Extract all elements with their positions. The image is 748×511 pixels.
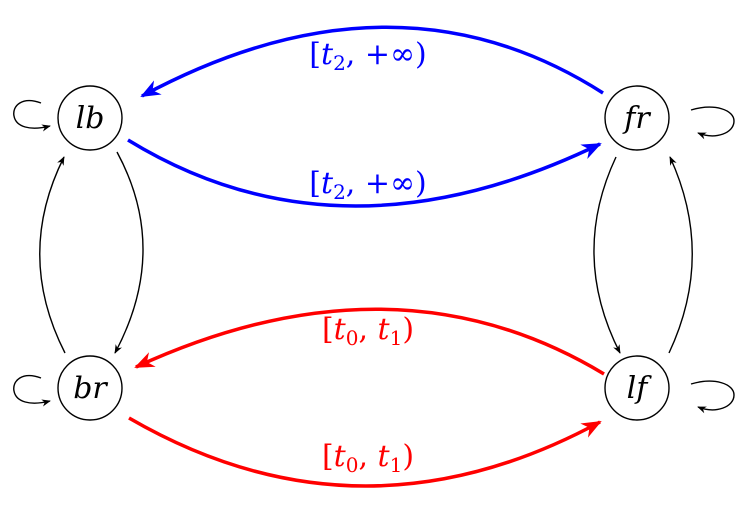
edge-label-lf-to-br: [t0, t1) [322,312,414,350]
node-lf: lf [604,355,670,421]
node-fr: fr [604,85,670,151]
edge-label-br-to-lf: [t0, t1) [322,439,414,477]
edge-label-lb-to-fr: [t2, +∞) [309,166,426,204]
edge-br-to-lf [128,416,602,488]
edge-br-to-lb [39,156,66,354]
node-br: br [57,355,123,421]
edge-fr-to-lf [593,156,621,354]
edge-lb-to-fr [127,138,602,208]
edge-fr-to-lb [140,25,604,98]
node-br-label: br [73,371,108,406]
node-fr-label: fr [622,101,651,136]
node-lb: lb [57,85,123,151]
node-lb-label: lb [76,101,105,136]
edge-lf-to-br [134,307,605,376]
self-loop-fr [690,106,735,140]
edge-lf-to-fr [668,156,693,354]
self-loop-br [13,374,51,407]
self-loop-lb [13,99,51,132]
edge-lb-to-br [114,151,144,354]
self-loop-lf [690,380,735,414]
edge-label-fr-to-lb: [t2, +∞) [309,37,426,75]
